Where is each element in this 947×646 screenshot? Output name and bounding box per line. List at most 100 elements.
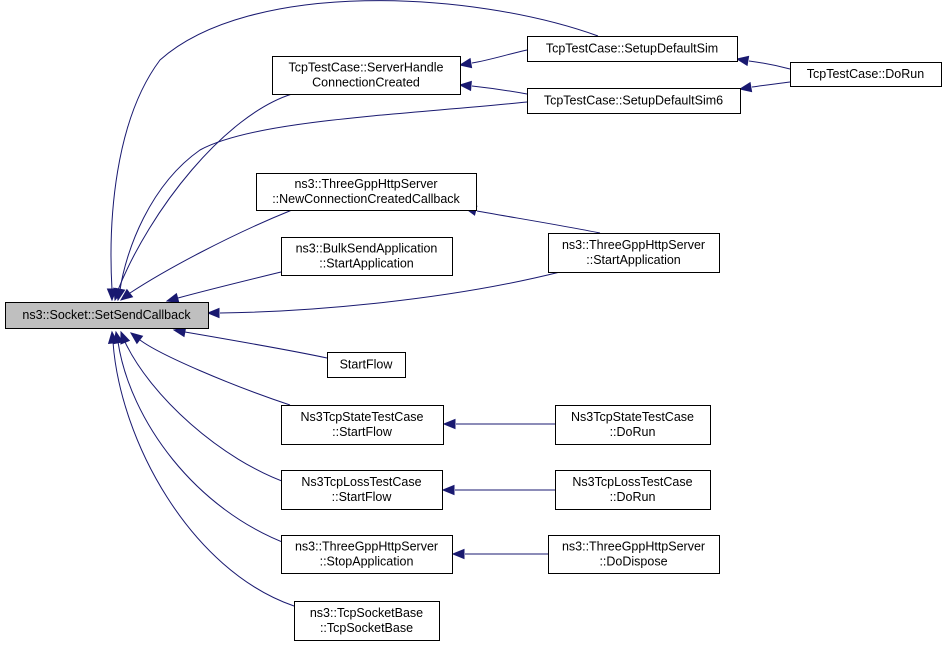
node-state-test-start-flow[interactable]: Ns3TcpStateTestCase::StartFlow: [281, 405, 444, 445]
edge-http-server-stop-application-to-root: [113, 330, 291, 546]
edge-line: [117, 341, 291, 546]
arrow-head-icon: [458, 57, 473, 69]
node-root[interactable]: ns3::Socket::SetSendCallback: [5, 302, 209, 329]
node-box[interactable]: [327, 352, 406, 378]
arrow-head-icon: [107, 330, 119, 344]
node-tcp-test-case-do-run[interactable]: TcpTestCase::DoRun: [790, 62, 942, 87]
node-http-server-stop-application[interactable]: ns3::ThreeGppHttpServer::StopApplication: [281, 535, 453, 574]
node-http-server-do-dispose[interactable]: ns3::ThreeGppHttpServer::DoDispose: [548, 535, 720, 574]
node-box[interactable]: [548, 535, 720, 574]
node-box[interactable]: [5, 302, 209, 329]
edge-state-test-start-flow-to-root: [129, 332, 291, 406]
node-setup-default-sim[interactable]: TcpTestCase::SetupDefaultSim: [527, 36, 738, 62]
node-label: Ns3TcpLossTestCase: [572, 475, 692, 489]
node-label: TcpTestCase::SetupDefaultSim6: [544, 94, 723, 108]
node-new-connection-created-callback[interactable]: ns3::ThreeGppHttpServer::NewConnectionCr…: [256, 173, 477, 211]
node-label: ::StartFlow: [332, 490, 393, 504]
node-label: TcpTestCase::SetupDefaultSim: [546, 42, 718, 56]
node-box[interactable]: [281, 405, 444, 445]
node-box[interactable]: [555, 470, 711, 510]
edge-line: [751, 81, 791, 88]
arrow-head-icon: [442, 418, 456, 430]
edge-bulk-send-start-application-to-root: [165, 271, 282, 304]
edge-start-flow-to-root: [172, 326, 328, 359]
node-label: ::TcpSocketBase: [320, 621, 413, 635]
node-box[interactable]: [555, 405, 711, 445]
node-box[interactable]: [256, 173, 477, 211]
arrow-head-icon: [441, 484, 455, 496]
edge-line: [471, 49, 528, 64]
node-label: ns3::ThreeGppHttpServer: [562, 238, 705, 252]
node-box[interactable]: [281, 535, 453, 574]
edge-tcp-test-case-do-run-to-setup-default-sim: [735, 55, 791, 70]
edge-line: [748, 60, 791, 70]
node-label: ::StartApplication: [586, 253, 681, 267]
edge-line: [119, 101, 528, 291]
node-label: ::NewConnectionCreatedCallback: [272, 192, 460, 206]
edge-line: [112, 341, 295, 607]
node-box[interactable]: [281, 237, 453, 276]
arrow-head-icon: [738, 81, 753, 93]
call-graph-edges: [106, 0, 791, 607]
node-label: ::DoRun: [610, 490, 656, 504]
edge-setup-default-sim-to-server-handle-connection-created: [458, 49, 528, 69]
arrow-head-icon: [451, 548, 465, 560]
node-label: ConnectionCreated: [312, 76, 420, 90]
call-graph-nodes: ns3::Socket::SetSendCallback TcpTestCase:…: [5, 36, 942, 641]
edge-state-test-do-run-to-state-test-start-flow: [442, 418, 555, 430]
edge-loss-test-start-flow-to-root: [120, 330, 291, 485]
edge-tcp-socket-base-to-root: [107, 330, 295, 607]
arrow-head-icon: [119, 288, 134, 301]
node-label: TcpTestCase::DoRun: [807, 67, 924, 81]
node-label: TcpTestCase::ServerHandle: [289, 61, 444, 75]
node-http-server-start-application[interactable]: ns3::ThreeGppHttpServer::StartApplicatio…: [548, 233, 720, 273]
node-label: Ns3TcpStateTestCase: [301, 410, 424, 424]
edge-loss-test-do-run-to-loss-test-start-flow: [441, 484, 555, 496]
edge-line: [471, 85, 528, 95]
arrow-head-icon: [458, 80, 472, 92]
node-label: ns3::BulkSendApplication: [296, 242, 438, 256]
node-label: ns3::Socket::SetSendCallback: [22, 308, 191, 322]
node-setup-default-sim6[interactable]: TcpTestCase::SetupDefaultSim6: [527, 88, 741, 114]
node-label: ::DoRun: [610, 425, 656, 439]
node-box[interactable]: [548, 233, 720, 273]
edge-line: [184, 331, 328, 359]
edge-line: [139, 339, 291, 406]
edge-http-server-start-application-to-root: [206, 271, 561, 319]
edge-line: [177, 271, 282, 299]
edge-line: [219, 271, 561, 314]
node-label: Ns3TcpStateTestCase: [571, 410, 694, 424]
arrow-head-icon: [129, 332, 144, 345]
edge-line: [110, 0, 599, 291]
node-label: Ns3TcpLossTestCase: [301, 475, 421, 489]
node-label: ns3::ThreeGppHttpServer: [294, 177, 437, 191]
edge-line: [117, 93, 293, 291]
arrow-head-icon: [735, 55, 750, 67]
node-loss-test-do-run[interactable]: Ns3TcpLossTestCase::DoRun: [555, 470, 711, 510]
node-label: ns3::ThreeGppHttpServer: [562, 540, 705, 554]
edge-setup-default-sim6-to-server-handle-connection-created: [458, 80, 528, 95]
node-box[interactable]: [527, 88, 741, 114]
node-bulk-send-start-application[interactable]: ns3::BulkSendApplication::StartApplicati…: [281, 237, 453, 276]
node-box[interactable]: [790, 62, 942, 87]
node-box[interactable]: [281, 470, 443, 510]
node-state-test-do-run[interactable]: Ns3TcpStateTestCase::DoRun: [555, 405, 711, 445]
node-tcp-socket-base[interactable]: ns3::TcpSocketBase::TcpSocketBase: [294, 601, 440, 641]
node-box[interactable]: [294, 601, 440, 641]
node-box[interactable]: [272, 56, 461, 95]
edge-line: [124, 341, 291, 485]
arrow-head-icon: [165, 292, 180, 304]
node-start-flow[interactable]: StartFlow: [327, 352, 406, 378]
node-label: ::StartApplication: [319, 257, 414, 271]
node-server-handle-connection-created[interactable]: TcpTestCase::ServerHandleConnectionCreat…: [272, 56, 461, 95]
node-box[interactable]: [527, 36, 738, 62]
arrow-head-icon: [206, 307, 220, 319]
edge-line: [476, 210, 601, 234]
arrow-head-icon: [115, 287, 126, 302]
edge-setup-default-sim6-to-root: [115, 101, 528, 302]
node-label: ::StartFlow: [332, 425, 393, 439]
edge-http-server-do-dispose-to-http-server-stop-application: [451, 548, 548, 560]
node-label: ::StopApplication: [320, 555, 414, 569]
node-loss-test-start-flow[interactable]: Ns3TcpLossTestCase::StartFlow: [281, 470, 443, 510]
